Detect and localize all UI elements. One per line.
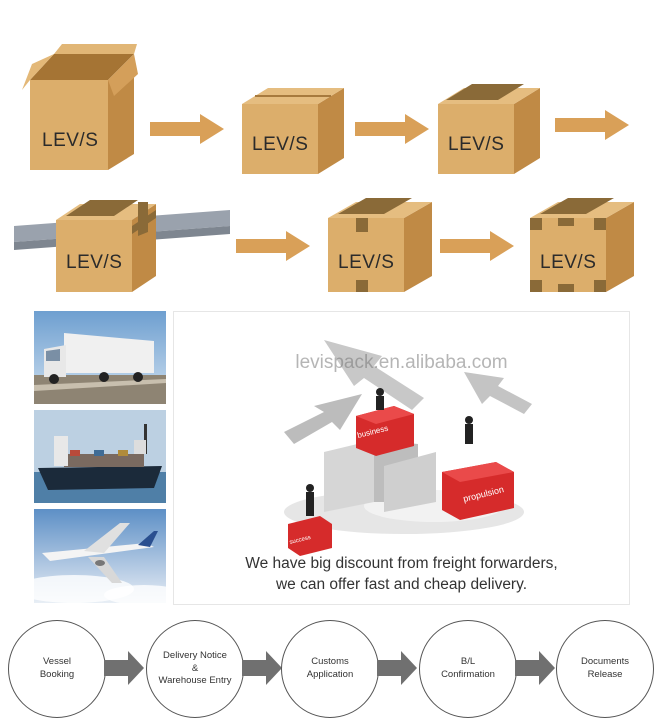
- ship-photo: [34, 410, 166, 503]
- step-label: B/L Confirmation: [441, 656, 495, 680]
- box-on-conveyor: LEV/S: [14, 200, 230, 292]
- flow-arrow-right: [440, 231, 514, 261]
- watermark: levispack.en.alibaba.com: [295, 352, 508, 373]
- step-arrow: [377, 651, 417, 685]
- flow-arrow-right: [236, 231, 310, 261]
- step-customs-application: Customs Application: [281, 620, 379, 718]
- step-label: Vessel Booking: [39, 656, 75, 680]
- box-logo: LEV/S: [338, 252, 394, 273]
- cube-label-success: success: [289, 535, 311, 546]
- flow-arrow-right: [150, 114, 224, 144]
- promo-panel: business propulsion success levispack.en…: [173, 311, 630, 605]
- closed-box: LEV/S: [242, 88, 344, 174]
- truck-photo: [34, 311, 166, 404]
- airplane-photo: [34, 509, 166, 603]
- box-logo: LEV/S: [252, 134, 308, 155]
- step-arrow: [242, 651, 282, 685]
- taped-box-side: LEV/S: [328, 198, 432, 292]
- success-cubes-illustration: business propulsion success: [284, 340, 532, 556]
- box-logo: LEV/S: [42, 130, 98, 151]
- step-documents-release: Documents Release: [556, 620, 654, 718]
- step-arrow: [515, 651, 555, 685]
- step-label: Customs Application: [306, 656, 354, 680]
- box-logo: LEV/S: [66, 252, 122, 273]
- promo-text-line2: we can offer fast and cheap delivery.: [275, 576, 528, 593]
- box-logo: LEV/S: [448, 134, 504, 155]
- box-logo: LEV/S: [540, 252, 596, 273]
- corner-protected-box: LEV/S: [530, 198, 634, 292]
- step-delivery-notice: Delivery Notice & Warehouse Entry: [146, 620, 244, 718]
- step-vessel-booking: Vessel Booking: [8, 620, 106, 718]
- step-bl-confirmation: B/L Confirmation: [419, 620, 517, 718]
- taped-box: LEV/S: [438, 84, 540, 174]
- flow-arrow-right: [355, 114, 429, 144]
- promo-text-line1: We have big discount from freight forwar…: [245, 555, 558, 572]
- open-box: LEV/S: [22, 44, 138, 170]
- flow-arrow-right: [555, 110, 629, 140]
- step-arrow: [104, 651, 144, 685]
- step-label: Documents Release: [580, 656, 630, 680]
- step-label: Delivery Notice & Warehouse Entry: [158, 649, 232, 687]
